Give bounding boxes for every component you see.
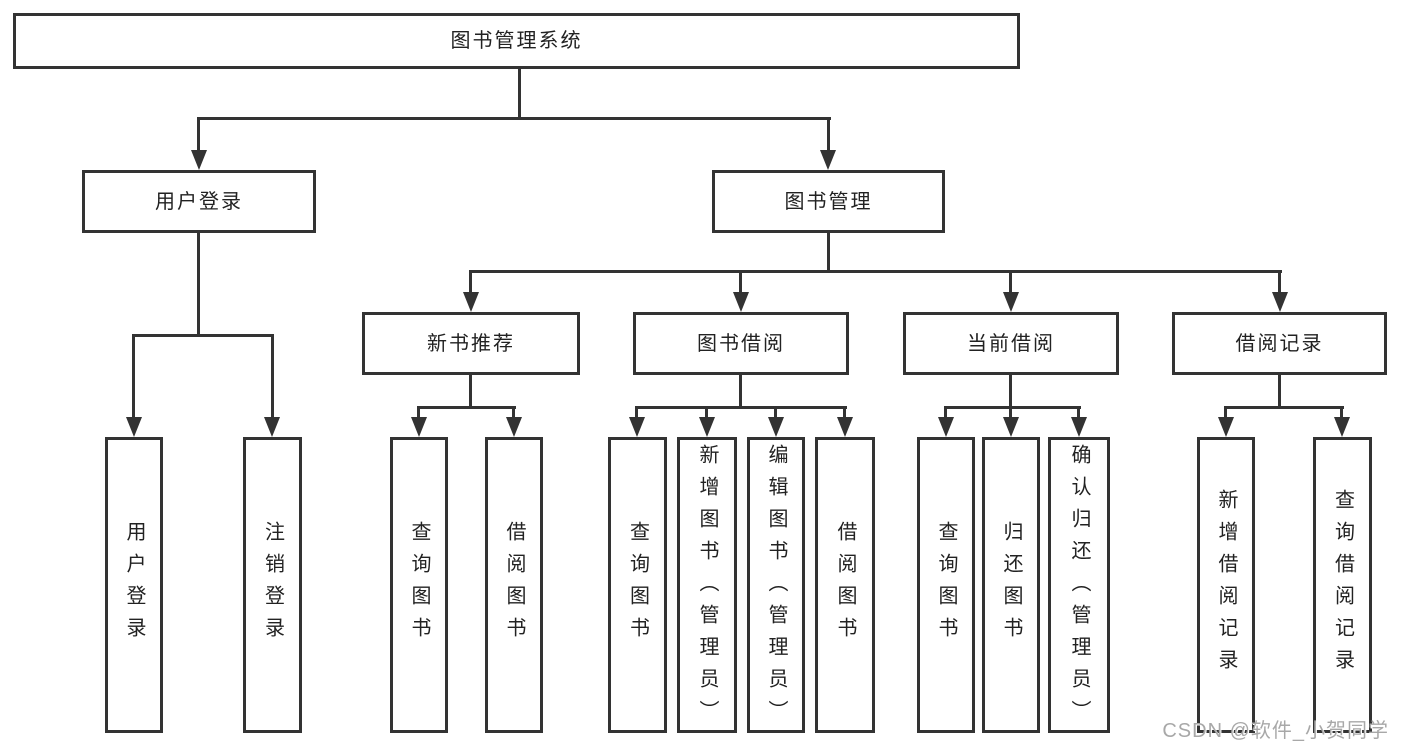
arrow-down-icon [126, 417, 142, 437]
connector-line [417, 406, 516, 409]
connector-line [739, 270, 742, 294]
node-leaf-query-books-2: 查询图书 [608, 437, 667, 733]
connector-line [635, 406, 847, 409]
connector-line [1009, 406, 1012, 420]
arrow-down-icon [1071, 417, 1087, 437]
node-leaf-query-borrow-record: 查询借阅记录 [1313, 437, 1372, 733]
node-library-management-system: 图书管理系统 [13, 13, 1020, 69]
arrow-down-icon [1003, 417, 1019, 437]
connector-line [1077, 406, 1080, 420]
connector-line [417, 406, 420, 420]
node-leaf-logout: 注销登录 [243, 437, 302, 733]
arrow-down-icon [768, 417, 784, 437]
node-borrowing-records: 借阅记录 [1172, 312, 1387, 375]
arrow-down-icon [699, 417, 715, 437]
node-leaf-user-login: 用户登录 [105, 437, 163, 733]
arrow-down-icon [191, 150, 207, 170]
node-book-management: 图书管理 [712, 170, 945, 233]
connector-line [1278, 375, 1281, 409]
node-leaf-query-books-1: 查询图书 [390, 437, 448, 733]
connector-line [1278, 270, 1281, 294]
arrow-down-icon [463, 292, 479, 312]
arrow-down-icon [1272, 292, 1288, 312]
node-leaf-confirm-return-admin: 确认归还（管理员） [1048, 437, 1110, 733]
node-current-borrowing: 当前借阅 [903, 312, 1119, 375]
connector-line [1009, 270, 1012, 294]
connector-line [132, 334, 135, 419]
connector-line [469, 270, 472, 294]
node-leaf-add-borrow-record: 新增借阅记录 [1197, 437, 1255, 733]
connector-line [944, 406, 947, 420]
connector-line [197, 117, 200, 152]
connector-line [827, 117, 830, 152]
arrow-down-icon [733, 292, 749, 312]
arrow-down-icon [837, 417, 853, 437]
node-leaf-borrow-books-2: 借阅图书 [815, 437, 875, 733]
connector-line [512, 406, 515, 420]
arrow-down-icon [1334, 417, 1350, 437]
connector-line [1009, 375, 1012, 409]
node-book-borrowing: 图书借阅 [633, 312, 849, 375]
node-user-login: 用户登录 [82, 170, 316, 233]
arrow-down-icon [629, 417, 645, 437]
connector-line [843, 406, 846, 420]
connector-line [774, 406, 777, 420]
connector-line [827, 233, 830, 273]
arrow-down-icon [411, 417, 427, 437]
connector-line [469, 375, 472, 409]
connector-line [132, 334, 274, 337]
node-leaf-borrow-books-1: 借阅图书 [485, 437, 543, 733]
node-new-book-recommendation: 新书推荐 [362, 312, 580, 375]
connector-line [705, 406, 708, 420]
connector-line [739, 375, 742, 409]
connector-line [469, 270, 1282, 273]
connector-line [518, 68, 521, 120]
arrow-down-icon [938, 417, 954, 437]
node-leaf-edit-books-admin: 编辑图书（管理员） [747, 437, 805, 733]
connector-line [1224, 406, 1227, 420]
node-leaf-add-books-admin: 新增图书（管理员） [677, 437, 737, 733]
connector-line [1224, 406, 1344, 409]
arrow-down-icon [1218, 417, 1234, 437]
connector-line [635, 406, 638, 420]
connector-line [197, 233, 200, 337]
connector-line [1340, 406, 1343, 420]
connector-line [197, 117, 831, 120]
arrow-down-icon [1003, 292, 1019, 312]
arrow-down-icon [506, 417, 522, 437]
connector-line [271, 334, 274, 419]
csdn-watermark: CSDN @软件_小贺同学 [1162, 720, 1389, 742]
arrow-down-icon [264, 417, 280, 437]
node-leaf-return-books: 归还图书 [982, 437, 1040, 733]
arrow-down-icon [820, 150, 836, 170]
connector-line [944, 406, 1081, 409]
node-leaf-query-books-3: 查询图书 [917, 437, 975, 733]
